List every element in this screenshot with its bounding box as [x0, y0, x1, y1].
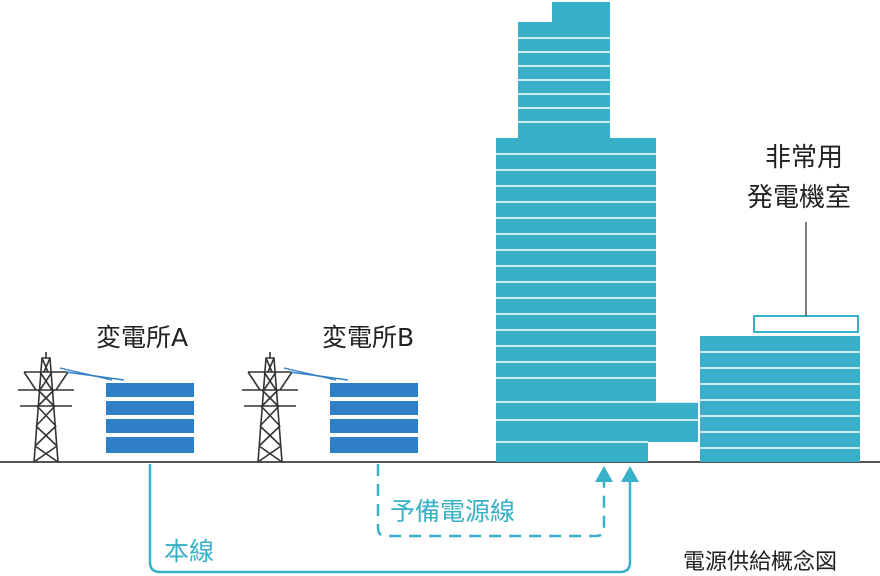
reserve-line-label: 予備電源線 [390, 497, 516, 526]
skyscraper [496, 2, 698, 462]
annex-building [700, 336, 860, 462]
reserve-line-arrow-icon [595, 466, 613, 482]
generator-room-label-line1: 非常用 [765, 143, 844, 173]
substation-a-building [106, 383, 194, 453]
power-wire-a [59, 367, 125, 381]
power-wire-b [283, 367, 349, 381]
diagram-caption: 電源供給概念図 [683, 550, 838, 575]
generator-room [753, 315, 859, 333]
substation-a-label: 変電所A [96, 323, 189, 352]
main-line [148, 464, 632, 574]
transmission-tower-icon [242, 352, 298, 463]
transmission-tower-icon [18, 352, 74, 463]
substation-b-label: 変電所B [322, 323, 415, 352]
generator-room-label-line2: 発電機室 [747, 183, 852, 213]
main-line-label: 本線 [164, 537, 215, 566]
main-line-arrow-icon [621, 466, 639, 482]
reserve-line [376, 464, 606, 538]
substation-b-building [330, 383, 418, 453]
